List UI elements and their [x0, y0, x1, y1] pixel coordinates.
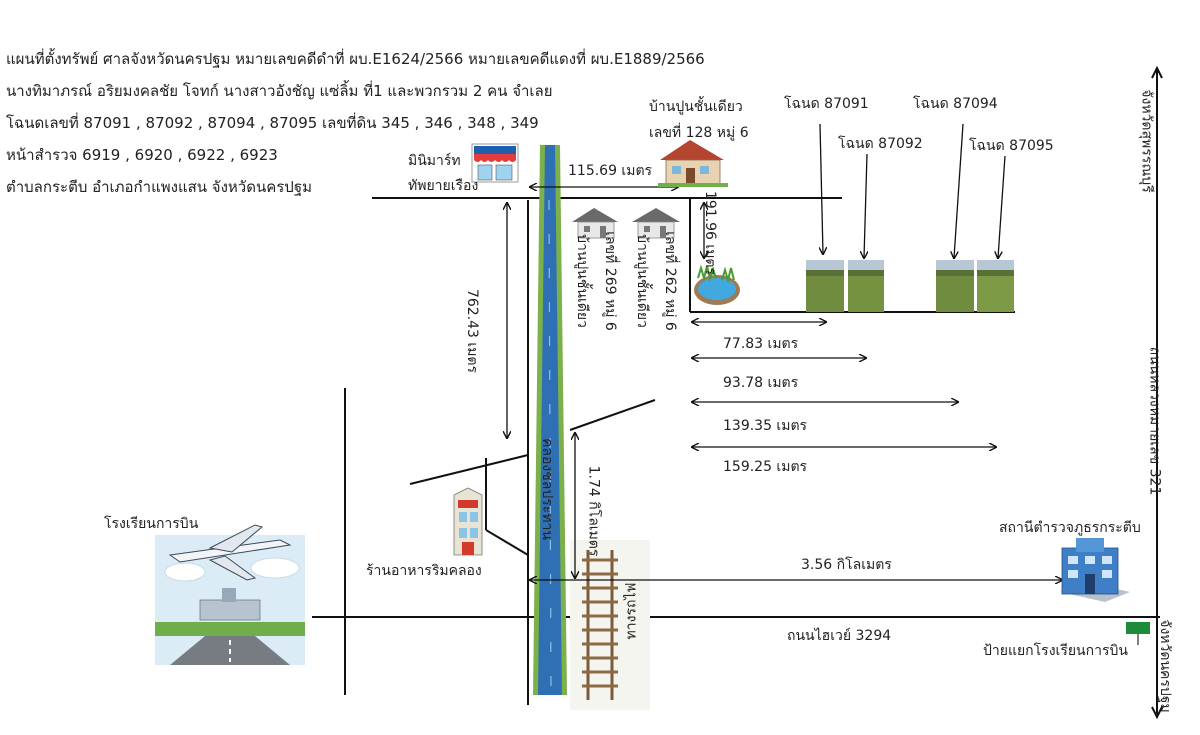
parcel-87091	[806, 260, 844, 312]
flight-school-icon	[155, 524, 305, 665]
distance-3-56-km: 3.56 กิโลเมตร	[801, 557, 892, 573]
distance-159-25: 159.25 เมตร	[723, 459, 808, 475]
to-nakhon-pathom-label: จังหวัดนครปฐม	[1156, 619, 1173, 713]
deed-numbers-line: โฉนดเลขที่ 87091 , 87092 , 87094 , 87095…	[6, 114, 539, 132]
restaurant-label: ร้านอาหารริมคลอง	[366, 563, 482, 579]
railway-label: ทางรถไฟ	[623, 582, 640, 640]
house-128-icon	[658, 140, 728, 187]
road-321-label: ถนนหลวงหมายเลข 321	[1146, 346, 1163, 496]
restaurant-road-bottom	[485, 529, 529, 556]
highway-321-south-arrow	[1151, 706, 1163, 720]
canal-label: คลองชลประทาน	[538, 438, 555, 540]
house-269-label-line2: เลขที่ 269 หมู่ 6	[601, 231, 618, 331]
house-262-label-line1: บ้านปูนชั้นเดียว	[633, 234, 650, 328]
railway	[570, 540, 650, 710]
police-station-icon	[1060, 538, 1130, 602]
map-title: แผนที่ตั้งทรัพย์ ศาลจังหวัดนครปฐม หมายเล…	[6, 50, 705, 68]
land-parcels	[806, 260, 1014, 312]
pond-icon	[694, 264, 740, 305]
restaurant-road-top	[409, 454, 529, 485]
school-sign-icon	[1126, 622, 1150, 645]
parties-line: นางทิมาภรณ์ อริยมงคลชัย โจทก์ นางสาวอังช…	[6, 82, 553, 100]
pointer-87094	[954, 123, 964, 258]
police-station-label: สถานีตำรวจภูธรกระตีบ	[999, 520, 1141, 536]
deed-87092-label: โฉนด 87092	[838, 136, 923, 152]
distance-1-74-km: 1.74 กิโลเมตร	[585, 465, 602, 557]
survey-pages-line: หน้าสำรวจ 6919 , 6920 , 6922 , 6923	[6, 146, 278, 164]
distance-93-78: 93.78 เมตร	[723, 375, 799, 391]
irrigation-canal	[533, 145, 567, 695]
deed-87095-label: โฉนด 87095	[969, 138, 1054, 154]
house-128-label-line1: บ้านปูนชั้นเดียว	[649, 99, 743, 115]
parcel-87094	[936, 260, 974, 312]
house-269-icon	[572, 208, 618, 239]
pointer-87092	[864, 153, 867, 258]
pointer-87091	[820, 123, 823, 254]
location-line: ตำบลกระตีบ อำเภอกำแพงแสน จังหวัดนครปฐม	[6, 178, 312, 196]
highway-321-north-arrow	[1151, 65, 1163, 79]
parcel-87095	[977, 260, 1014, 312]
restaurant-icon	[453, 487, 483, 556]
distance-77-83: 77.83 เมตร	[723, 336, 799, 352]
deed-87094-label: โฉนด 87094	[913, 96, 998, 112]
parcel-87092	[848, 260, 884, 312]
minimart-name-label: ทัพยายเรือง	[408, 178, 479, 194]
distance-139-35: 139.35 เมตร	[723, 418, 808, 434]
distance-762-43: 762.43 เมตร	[464, 288, 481, 374]
house-128-label-line2: เลขที่ 128 หมู่ 6	[649, 125, 749, 141]
distance-115-69: 115.69 เมตร	[568, 163, 653, 179]
minimart-icon	[471, 143, 519, 183]
school-sign-label: ป้ายแยกโรงเรียนการบิน	[983, 643, 1128, 659]
flight-school-label: โรงเรียนการบิน	[104, 516, 199, 532]
house-269-label-line1: บ้านปูนชั้นเดียว	[573, 234, 590, 328]
to-suphanburi-label: จังหวัดสุพรรณบุรี	[1138, 89, 1155, 193]
pointer-87095	[998, 155, 1006, 258]
highway-3294-label: ถนนไฮเวย์ 3294	[787, 628, 892, 644]
house-262-icon	[632, 208, 680, 239]
east-branch-road	[569, 399, 656, 431]
deed-87091-label: โฉนด 87091	[784, 96, 869, 112]
house-262-label-line2: เลขที่ 262 หมู่ 6	[661, 231, 678, 331]
minimart-label: มินิมาร์ท	[408, 153, 461, 169]
distance-191-96: 191.96 เมตร	[702, 190, 719, 276]
